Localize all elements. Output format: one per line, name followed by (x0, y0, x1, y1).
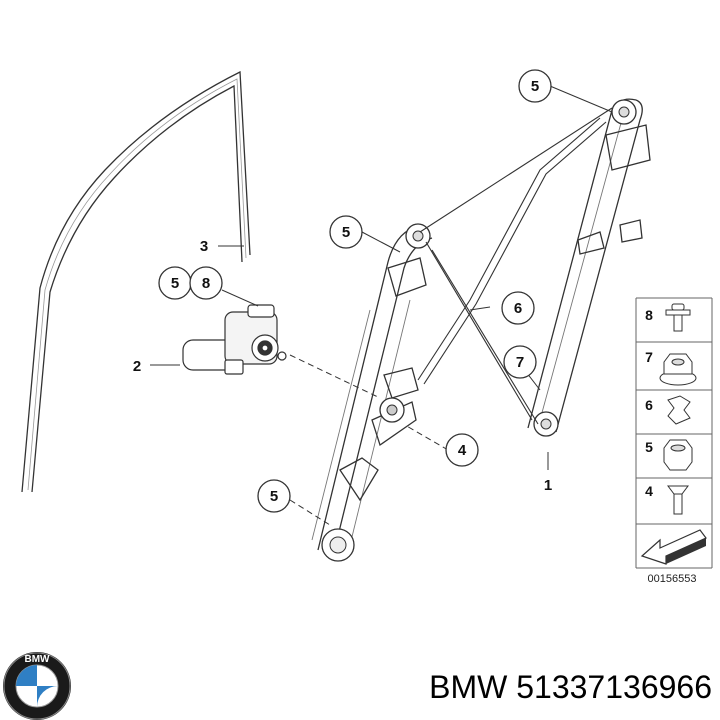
hex-nut-icon (663, 439, 693, 471)
parts-legend: 8 7 6 5 (635, 297, 713, 585)
callout-5-bottom-number: 5 (270, 488, 278, 505)
motor-mount-drum (379, 397, 405, 423)
callout-5-motor: 5 (158, 266, 192, 300)
cable-clip-icon (667, 395, 691, 425)
legend-number-6: 6 (645, 397, 653, 413)
screw-bolt-icon (665, 303, 691, 332)
legend-number-8: 8 (645, 307, 653, 323)
left-regulator-rail (311, 225, 433, 553)
direction-arrow-icon (640, 529, 707, 565)
callout-1: 1 (544, 477, 552, 494)
window-motor (182, 304, 287, 375)
callout-2-number: 2 (133, 358, 141, 375)
legend-row-4: 4 (645, 483, 689, 515)
callout-5-top-number: 5 (531, 78, 539, 95)
callout-1-number: 1 (544, 477, 552, 494)
legend-number-5: 5 (645, 439, 653, 455)
left-lower-pulley (321, 528, 355, 562)
legend-row-6: 6 (645, 395, 691, 425)
bmw-logo-icon: BMW (3, 652, 71, 720)
window-channel (21, 70, 251, 493)
legend-row-8: 8 (645, 303, 691, 332)
callout-2: 2 (133, 358, 141, 375)
callout-5-top: 5 (518, 69, 552, 103)
countersunk-screw-icon (667, 485, 689, 515)
right-upper-pulley (611, 99, 637, 125)
legend-row-7: 7 (645, 349, 697, 386)
right-regulator-rail (527, 98, 651, 433)
legend-row-5: 5 (645, 439, 693, 471)
flange-nut-icon (659, 353, 697, 386)
leader-lines (150, 85, 613, 526)
callout-3-number: 3 (200, 238, 208, 255)
callout-5-bottom: 5 (257, 479, 291, 513)
callout-3: 3 (200, 238, 208, 255)
callout-8-motor-number: 8 (202, 275, 210, 292)
part-number-title: BMW 51337136966 (429, 669, 712, 705)
logo-lettering: BMW (25, 654, 51, 665)
callout-6: 6 (501, 291, 535, 325)
callout-5-mid-number: 5 (342, 224, 350, 241)
callout-5-mid: 5 (329, 215, 363, 249)
regulator-cables (417, 107, 613, 425)
drawing-code: 00156553 (648, 573, 697, 585)
callout-7: 7 (503, 345, 537, 379)
callout-8-motor: 8 (189, 266, 223, 300)
callout-5-motor-number: 5 (171, 275, 179, 292)
callout-6-number: 6 (514, 300, 522, 317)
callout-4-number: 4 (458, 442, 467, 459)
right-lower-pulley (533, 411, 559, 437)
callout-7-number: 7 (516, 354, 524, 371)
legend-number-7: 7 (645, 349, 653, 365)
callout-4: 4 (445, 433, 479, 467)
legend-number-4: 4 (645, 483, 653, 499)
